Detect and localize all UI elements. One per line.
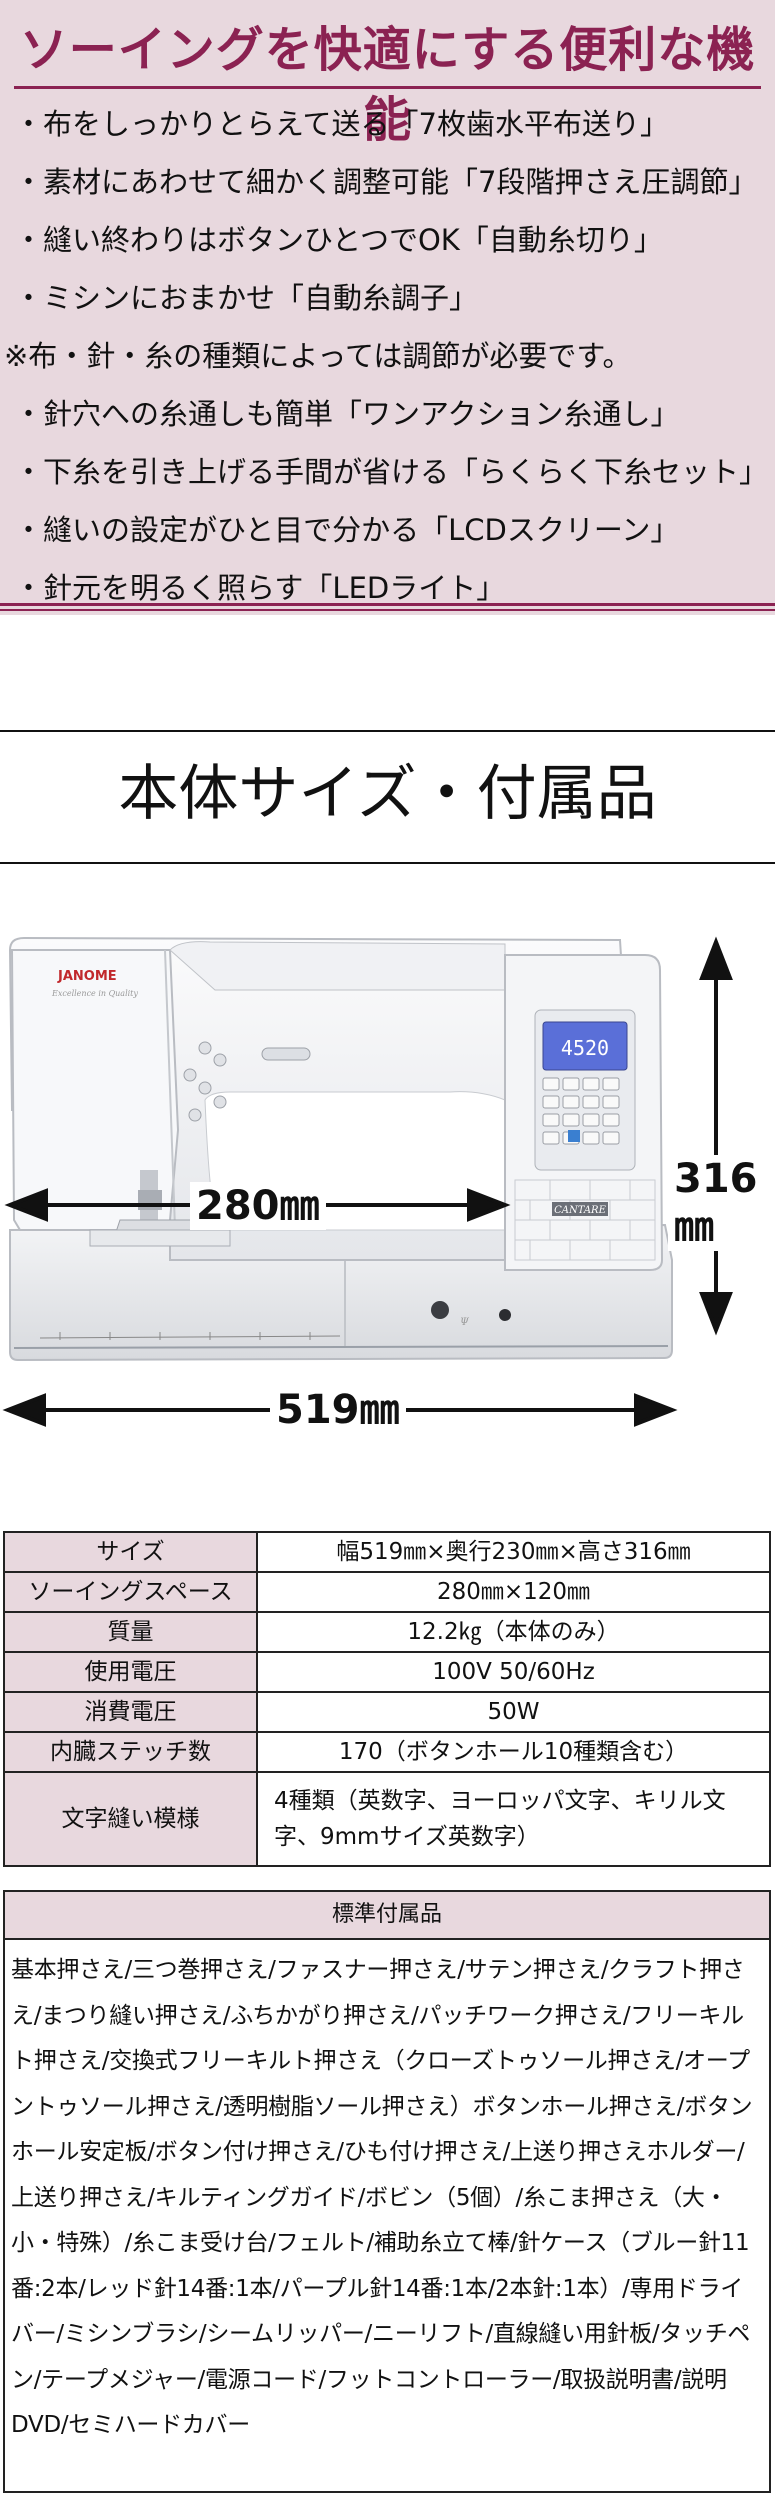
- width-dimension-label: 519㎜: [270, 1386, 406, 1434]
- spec-value: 50W: [256, 1691, 771, 1733]
- features-panel: ソーイングを快適にする便利な機能 ・布をしっかりとらえて送る「7枚歯水平布送り」…: [0, 0, 775, 615]
- heading-divider: [14, 86, 761, 89]
- svg-text:Ψ: Ψ: [460, 1317, 470, 1328]
- accessories-list: 基本押さえ/三つ巻押さえ/ファスナー押さえ/サテン押さえ/クラフト押さえ/まつり…: [11, 1957, 753, 2438]
- title-rule-top: [0, 730, 775, 732]
- lcd-reading: 4520: [561, 1036, 609, 1060]
- feature-item: ・縫いの設定がひと目で分かる「LCDスクリーン」: [14, 513, 680, 547]
- feature-item: ・布をしっかりとらえて送る「7枚歯水平布送り」: [14, 107, 670, 141]
- spec-label: 内臓ステッチ数: [3, 1731, 258, 1773]
- panel-divider-bottom: [0, 609, 775, 611]
- machine-illustration: 4520 CANTARE JANOME Excellence in Qualit…: [0, 930, 775, 1450]
- throat-dimension-label: 280㎜: [190, 1182, 326, 1230]
- spec-label: 使用電圧: [3, 1651, 258, 1693]
- feature-item: ・下糸を引き上げる手間が省ける「らくらく下糸セット」: [14, 455, 769, 489]
- spec-value: 280㎜×120㎜: [256, 1571, 771, 1613]
- spec-label: 質量: [3, 1611, 258, 1653]
- feature-item: ・ミシンにおまかせ「自動糸調子」: [14, 281, 479, 315]
- feature-item: ・針穴への糸通しも簡単「ワンアクション糸通し」: [14, 397, 680, 431]
- table-row: 使用電圧 100V 50/60Hz: [3, 1651, 771, 1693]
- spec-value: 100V 50/60Hz: [256, 1651, 771, 1693]
- feature-item: ・素材にあわせて細かく調整可能「7段階押さえ圧調節」: [14, 165, 758, 199]
- spec-value: 4種類（英数字、ヨーロッパ文字、キリル文字、9mmサイズ英数字）: [256, 1771, 771, 1867]
- table-row: 内臓ステッチ数 170（ボタンホール10種類含む）: [3, 1731, 771, 1773]
- feature-item: ・針元を明るく照らす「LEDライト」: [14, 571, 506, 605]
- spec-table: サイズ 幅519㎜×奥行230㎜×高さ316㎜ ソーイングスペース 280㎜×1…: [3, 1531, 771, 1867]
- brand-logo: JANOME: [57, 969, 117, 984]
- spec-value: 12.2㎏（本体のみ）: [256, 1611, 771, 1653]
- table-row: ソーイングスペース 280㎜×120㎜: [3, 1571, 771, 1613]
- section-title: 本体サイズ・付属品: [118, 759, 657, 829]
- accessories-box: 標準付属品 基本押さえ/三つ巻押さえ/ファスナー押さえ/サテン押さえ/クラフト押…: [3, 1890, 771, 2493]
- feature-item: ・縫い終わりはボタンひとつでOK「自動糸切り」: [14, 223, 663, 257]
- height-dimension-label: 316㎜: [668, 1155, 775, 1251]
- table-row: 文字縫い模様 4種類（英数字、ヨーロッパ文字、キリル文字、9mmサイズ英数字）: [3, 1771, 771, 1867]
- brand-tagline: Excellence in Quality: [51, 989, 138, 998]
- spec-label: 文字縫い模様: [3, 1771, 258, 1867]
- features-list: ・布をしっかりとらえて送る「7枚歯水平布送り」 ・素材にあわせて細かく調整可能「…: [0, 95, 775, 617]
- title-rule-bottom: [0, 862, 775, 864]
- features-heading: ソーイングを快適にする便利な機能: [19, 22, 756, 148]
- panel-divider-top: [0, 603, 775, 606]
- spec-label: サイズ: [3, 1531, 258, 1573]
- table-row: 消費電圧 50W: [3, 1691, 771, 1733]
- accessories-heading: 標準付属品: [5, 1892, 769, 1940]
- table-row: サイズ 幅519㎜×奥行230㎜×高さ316㎜: [3, 1531, 771, 1573]
- height-arrow: [699, 936, 733, 1336]
- dimension-arrows: [2, 936, 733, 1427]
- spec-value: 幅519㎜×奥行230㎜×高さ316㎜: [256, 1531, 771, 1573]
- feature-note: ※布・針・糸の種類によっては調節が必要です。: [4, 339, 632, 373]
- spec-label: 消費電圧: [3, 1691, 258, 1733]
- spec-label: ソーイングスペース: [3, 1571, 258, 1613]
- spec-value: 170（ボタンホール10種類含む）: [256, 1731, 771, 1773]
- model-name: CANTARE: [554, 1205, 606, 1216]
- table-row: 質量 12.2㎏（本体のみ）: [3, 1611, 771, 1653]
